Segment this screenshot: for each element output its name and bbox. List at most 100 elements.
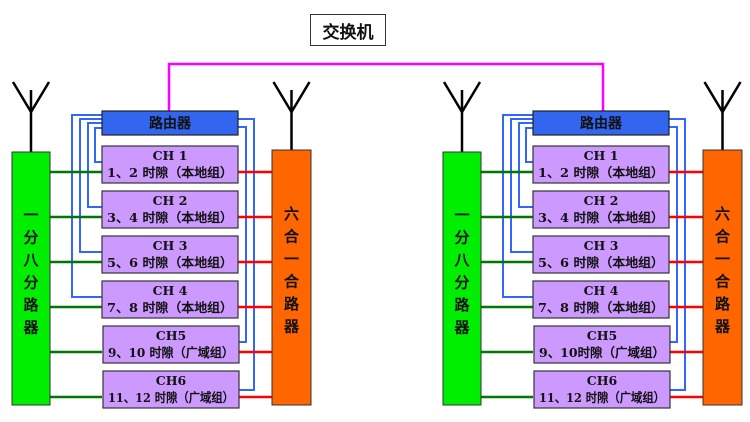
channel-box-5: CH5 9、10 时隙（广域组） [102,325,240,364]
channel-name: CH 2 [153,193,188,208]
router-link-ch2 [518,122,533,208]
channel-rect [101,280,239,319]
antenna-arm-left [703,81,724,113]
channel-slots: 9、10时隙（广域组） [539,345,665,360]
channel-name: CH5 [587,328,617,343]
antenna-arm-right [29,81,51,113]
switch-links [167,62,605,111]
channel-name: CH 4 [153,283,188,298]
channel-rect [532,145,670,184]
channel-slots: 1、2 时隙（本地组） [107,165,233,180]
switch-link [167,62,605,111]
router-label: 路由器 [580,115,623,132]
router-box [532,110,670,136]
combiner-label-char: 器 [283,318,300,336]
channel-box-1: CH 1 1、2 时隙（本地组） [101,145,239,184]
channel-box-6: CH6 11、12 时隙（广域组） [533,370,671,409]
channel-name: CH6 [587,373,618,388]
channel-name: CH 2 [584,193,619,208]
channel-rect [532,235,670,274]
channel-name: CH 3 [153,238,188,253]
splitter-label-char: 八 [22,251,39,269]
splitter-label-char: 路 [23,296,39,314]
channel-rect [102,370,240,409]
router-link-ch5 [238,126,247,343]
channel-slots: 1、2 时隙（本地组） [538,165,664,180]
router-link-ch5 [669,126,678,343]
router-box [101,110,239,136]
combiner-label-char: 六 [284,205,299,223]
channel-rect [101,190,239,229]
channel-name: CH5 [156,328,186,343]
splitter-label-char: 分 [23,229,38,247]
router-link-ch1 [94,127,102,163]
splitter-label-char: 分 [454,229,469,247]
channel-name: CH 4 [584,283,619,298]
channel-rect [532,190,670,229]
channel-slots: 3、4 时隙（本地组） [107,210,233,225]
router-label: 路由器 [149,115,192,132]
splitter-label-char: 路 [454,296,470,314]
channel-slots: 9、10 时隙（广域组） [108,345,234,360]
combiner-label-char: 一 [715,250,730,268]
combiner-antenna [272,81,311,150]
splitter-label-char: 器 [453,319,470,337]
channel-box-2: CH 2 3、4 时隙（本地组） [532,190,670,229]
router-link-ch6 [669,118,686,391]
router-link-ch4 [71,114,102,298]
combiner-box [702,149,743,406]
combiner-label-char: 六 [715,205,730,223]
channel-slots: 5、6 时隙（本地组） [538,255,664,270]
splitter-label-char: 一 [23,206,38,224]
channel-name: CH6 [156,373,187,388]
channel-slots: 11、12 时隙（广域组） [539,390,665,405]
splitter-antenna [442,81,482,152]
router-link-ch3 [79,118,102,253]
splitter-antenna [11,81,51,152]
combiner-label-char: 合 [714,273,731,291]
antenna-arm-left [11,81,33,113]
channel-name: CH 1 [584,148,619,163]
channel-name: CH 1 [153,148,188,163]
channel-rect [533,370,671,409]
channel-box-3: CH 35、6 时隙（本地组） [101,235,239,274]
channel-box-1: CH 1 1、2 时隙（本地组） [532,145,670,184]
channel-box-2: CH 2 3、4 时隙（本地组） [101,190,239,229]
antenna-arm-right [460,81,482,113]
channel-slots: 7、8 时隙（本地组） [107,300,233,315]
combiner-label-char: 路 [284,295,300,313]
channel-box-5: CH5 9、10时隙（广域组） [533,325,671,364]
channel-slots: 11、12 时隙（广域组） [108,390,234,405]
antenna-arm-right [721,81,742,113]
router-link-ch2 [87,122,102,208]
splitter-label-char: 分 [454,274,469,292]
splitter-label-char: 分 [23,274,38,292]
router-link-ch1 [525,127,533,163]
switch-label: 交换机 [322,22,374,43]
splitter-box [442,151,482,406]
splitter-label-char: 器 [22,319,39,337]
combiner-label-char: 合 [283,228,300,246]
channel-name: CH 3 [584,238,619,253]
combiner-label-char: 合 [283,273,300,291]
channel-slots: 7、8 时隙（本地组） [538,300,664,315]
channel-rect [532,280,670,319]
splitter-label-char: 八 [453,251,470,269]
combiner-label-char: 路 [715,295,731,313]
channel-rect [533,325,671,364]
antenna-arm-left [272,81,293,113]
switch-box: 交换机 [310,14,386,46]
channel-box-6: CH6 11、12 时隙（广域组） [102,370,240,409]
combiner-label-char: 一 [284,250,299,268]
channel-box-4: CH 4 7、8 时隙（本地组） [532,280,670,319]
combiner-label-char: 合 [714,228,731,246]
channel-rect [101,235,239,274]
antenna-arm-left [442,81,464,113]
channel-slots: 3、4 时隙（本地组） [538,210,664,225]
router-link-ch6 [238,118,255,391]
channel-box-3: CH 3 5、6 时隙（本地组） [532,235,670,274]
